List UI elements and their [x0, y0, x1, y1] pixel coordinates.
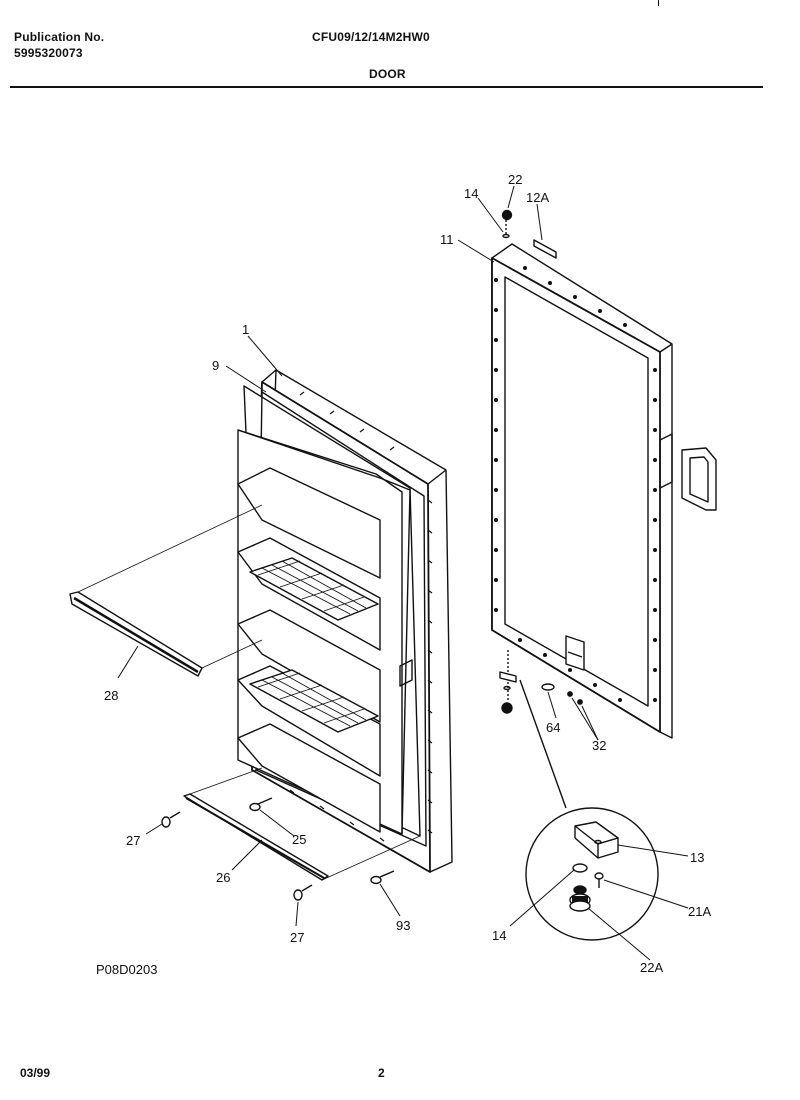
- callout-22: 22: [508, 172, 522, 187]
- header-tick: [658, 0, 659, 6]
- header-rule: [10, 86, 763, 88]
- hinge-detail-circle: [525, 807, 659, 941]
- callout-labels: 1 9 28 27 25 26 27 93 14 22 12A 11 64 32…: [104, 172, 711, 975]
- leader-lines: [117, 185, 689, 961]
- lower-rail-26: [183, 767, 421, 881]
- publication-label: Publication No.: [14, 30, 105, 44]
- top-hinge-screw: [501, 209, 513, 239]
- diagram-code: P08D0203: [96, 962, 158, 977]
- callout-27b: 27: [290, 930, 304, 945]
- callout-9: 9: [212, 358, 219, 373]
- callout-22a: 22A: [640, 960, 663, 975]
- callout-21a: 21A: [688, 904, 711, 919]
- callout-64: 64: [546, 720, 560, 735]
- callout-32: 32: [592, 738, 606, 753]
- section-title: DOOR: [369, 67, 406, 81]
- screws: [161, 797, 395, 901]
- bottom-hinge-parts: [499, 650, 583, 809]
- callout-14b: 14: [492, 928, 506, 943]
- publication-number: 5995320073: [14, 46, 83, 60]
- page-number: 2: [378, 1066, 385, 1080]
- callout-26: 26: [216, 870, 230, 885]
- callout-93: 93: [396, 918, 410, 933]
- callout-13: 13: [690, 850, 704, 865]
- callout-12a: 12A: [526, 190, 549, 205]
- model-number: CFU09/12/14M2HW0: [312, 30, 430, 44]
- shelf-rail-28: [69, 504, 263, 677]
- callout-28: 28: [104, 688, 118, 703]
- inner-liner: [237, 369, 453, 873]
- footer-date: 03/99: [20, 1066, 51, 1080]
- callout-25: 25: [292, 832, 306, 847]
- outer-door-panel: [491, 239, 717, 739]
- callout-1: 1: [242, 322, 249, 337]
- callout-14a: 14: [464, 186, 478, 201]
- callout-11: 11: [440, 232, 454, 247]
- callout-27a: 27: [126, 833, 140, 848]
